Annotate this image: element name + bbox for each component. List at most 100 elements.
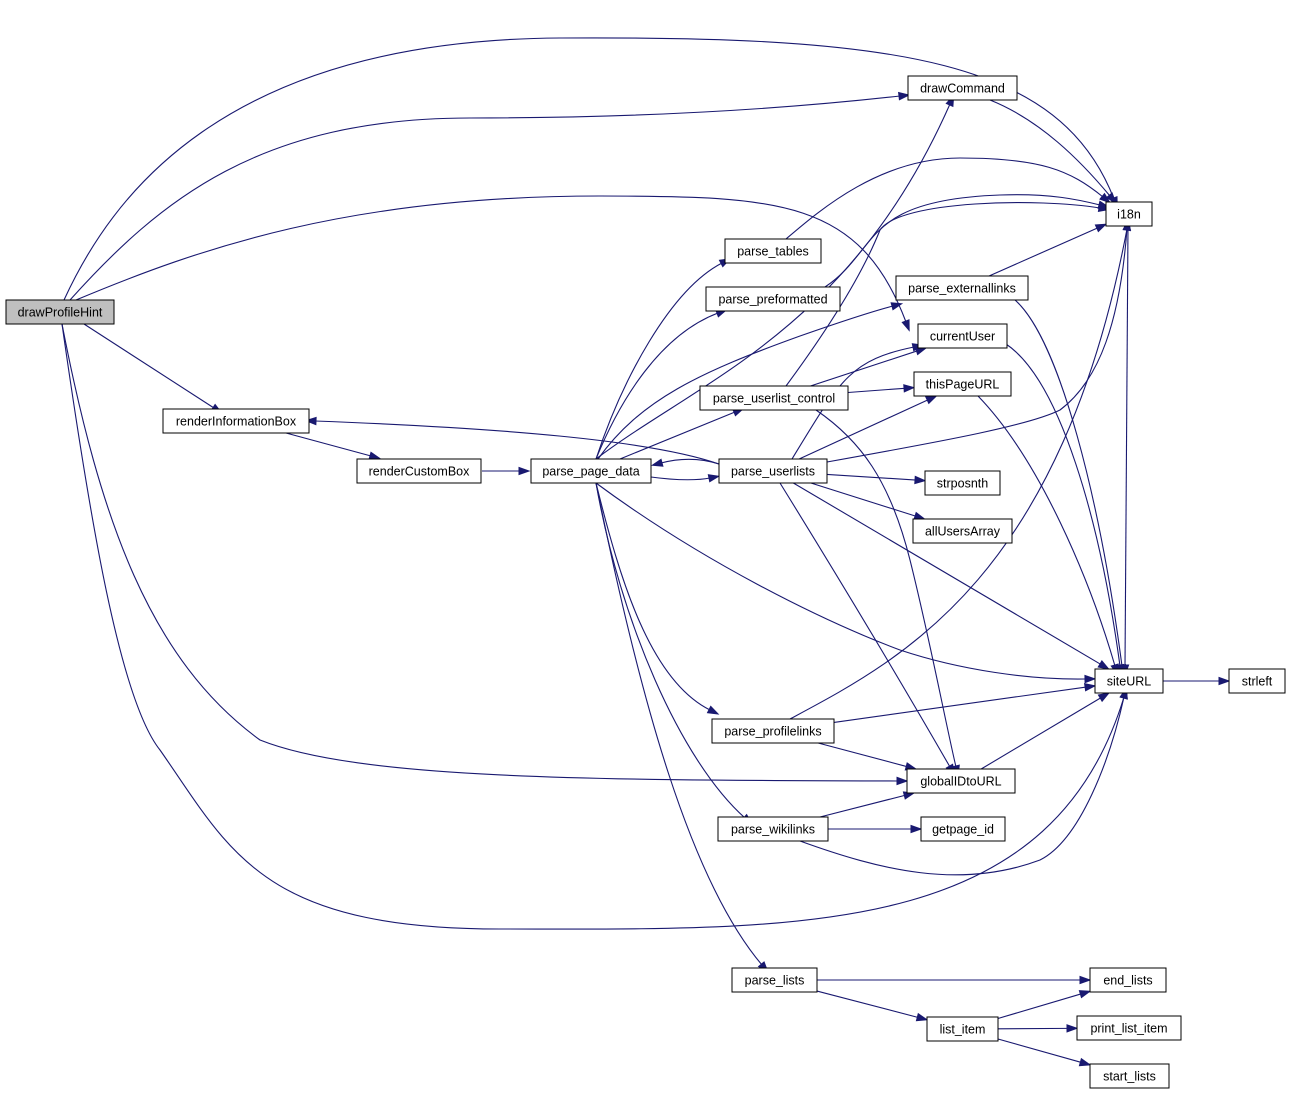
node-label: drawCommand xyxy=(920,82,1005,96)
node-box xyxy=(924,470,1001,496)
node-box xyxy=(731,967,818,993)
node-parse_preformatted[interactable]: parse_preformatted xyxy=(705,286,841,312)
edge-arrowhead xyxy=(1097,692,1111,703)
node-label: globalIDtoURL xyxy=(920,775,1001,789)
node-label: strleft xyxy=(1242,675,1273,689)
node-strleft[interactable]: strleft xyxy=(1228,668,1286,694)
edge-line xyxy=(779,482,951,768)
node-currentUser[interactable]: currentUser xyxy=(917,323,1008,349)
node-parse_userlist_control[interactable]: parse_userlist_control xyxy=(699,385,849,411)
edge-line xyxy=(1014,299,1123,667)
node-parse_page_data[interactable]: parse_page_data xyxy=(530,458,652,484)
edge-line xyxy=(597,305,894,460)
edge-line xyxy=(847,387,906,394)
node-box xyxy=(530,458,652,484)
edge-layer xyxy=(61,37,1231,1067)
node-globalIDtoURL[interactable]: globalIDtoURL xyxy=(906,768,1016,794)
node-thisPageURL[interactable]: thisPageURL xyxy=(913,371,1012,397)
edge-parse_lists-to-end_lists xyxy=(817,975,1092,985)
edge-renderInformationBox-to-renderCustomBox xyxy=(285,432,382,460)
node-box xyxy=(926,1016,999,1042)
edge-line xyxy=(791,346,915,460)
node-getpage_id[interactable]: getpage_id xyxy=(920,816,1006,842)
node-label: parse_preformatted xyxy=(718,293,827,307)
node-label: renderCustomBox xyxy=(369,465,470,479)
edge-parse_userlists-to-strposnth xyxy=(826,473,927,485)
edge-arrowhead xyxy=(914,347,928,356)
node-box xyxy=(1089,1063,1170,1089)
node-box xyxy=(1105,201,1153,227)
edge-parse_userlist_control-to-globalIDtoURL xyxy=(815,409,960,778)
node-box xyxy=(724,238,822,264)
edge-line xyxy=(595,482,711,711)
node-parse_profilelinks[interactable]: parse_profilelinks xyxy=(711,718,835,744)
edge-arrowhead xyxy=(707,474,721,483)
edge-line xyxy=(799,696,1125,876)
edge-line xyxy=(833,686,1087,723)
edge-line xyxy=(595,103,951,460)
edge-arrowhead xyxy=(1078,1057,1092,1067)
node-print_list_item[interactable]: print_list_item xyxy=(1076,1015,1182,1041)
node-parse_userlists[interactable]: parse_userlists xyxy=(718,458,828,484)
node-drawProfileHint[interactable]: drawProfileHint xyxy=(5,299,115,325)
edge-line xyxy=(793,482,1102,665)
node-parse_externallinks[interactable]: parse_externallinks xyxy=(895,275,1029,301)
edge-parse_userlist_control-to-thisPageURL xyxy=(847,384,916,394)
edge-parse_profilelinks-to-siteURL xyxy=(833,682,1097,723)
edge-line xyxy=(1124,225,1129,667)
edge-line xyxy=(785,157,1104,240)
edge-parse_page_data-to-parse_profilelinks xyxy=(595,482,720,715)
node-allUsersArray[interactable]: allUsersArray xyxy=(912,518,1013,544)
node-box xyxy=(162,408,310,434)
node-renderInformationBox[interactable]: renderInformationBox xyxy=(162,408,310,434)
node-box xyxy=(1094,668,1164,694)
node-drawCommand[interactable]: drawCommand xyxy=(907,75,1018,101)
edge-parse_userlists-to-allUsersArray xyxy=(810,482,927,520)
edge-arrowhead xyxy=(1078,990,1092,999)
edge-siteURL-to-strleft xyxy=(1163,676,1231,686)
node-box xyxy=(906,768,1016,794)
edge-parse_externallinks-to-i18n xyxy=(988,223,1108,277)
edge-drawCommand-to-i18n xyxy=(989,99,1117,205)
node-label: renderInformationBox xyxy=(176,415,297,429)
edge-arrowhead xyxy=(901,319,910,332)
edge-arrowhead xyxy=(915,1012,929,1022)
node-parse_tables[interactable]: parse_tables xyxy=(724,238,822,264)
node-start_lists[interactable]: start_lists xyxy=(1089,1063,1170,1089)
node-strposnth[interactable]: strposnth xyxy=(924,470,1001,496)
node-label: parse_userlists xyxy=(731,465,815,479)
node-layer: drawProfileHint renderInformationBox rende… xyxy=(5,75,1286,1089)
node-list_item[interactable]: list_item xyxy=(926,1016,999,1042)
node-box xyxy=(1076,1015,1182,1041)
edge-line xyxy=(83,323,215,409)
edge-parse_userlists-to-renderInformationBox xyxy=(304,416,720,465)
node-box xyxy=(705,286,841,312)
node-renderCustomBox[interactable]: renderCustomBox xyxy=(356,458,482,484)
edge-arrowhead xyxy=(898,91,911,101)
node-end_lists[interactable]: end_lists xyxy=(1089,967,1167,993)
node-box xyxy=(1228,668,1286,694)
edge-arrowhead xyxy=(1218,676,1231,686)
edge-arrowhead xyxy=(914,475,927,485)
edge-line xyxy=(810,350,918,387)
edge-arrowhead xyxy=(896,776,909,786)
edge-line xyxy=(61,323,1125,930)
node-parse_lists[interactable]: parse_lists xyxy=(731,967,818,993)
node-label: thisPageURL xyxy=(926,378,1000,392)
edge-arrowhead xyxy=(1084,682,1097,692)
node-box xyxy=(5,299,115,325)
edge-parse_preformatted-to-i18n xyxy=(824,194,1111,288)
node-i18n[interactable]: i18n xyxy=(1105,201,1153,227)
node-parse_wikilinks[interactable]: parse_wikilinks xyxy=(717,816,829,842)
edge-line xyxy=(815,409,957,768)
node-siteURL[interactable]: siteURL xyxy=(1094,668,1164,694)
node-label: parse_lists xyxy=(745,974,805,988)
edge-line xyxy=(997,1038,1082,1063)
edge-parse_wikilinks-to-globalIDtoURL xyxy=(819,791,916,818)
node-label: start_lists xyxy=(1103,1070,1156,1084)
edge-parse_page_data-to-parse_userlists xyxy=(650,474,721,483)
edge-line xyxy=(989,99,1111,197)
edge-arrowhead xyxy=(1066,1024,1079,1033)
edge-arrowhead xyxy=(1079,975,1092,985)
edge-drawProfileHint-to-globalIDtoURL xyxy=(61,323,909,786)
